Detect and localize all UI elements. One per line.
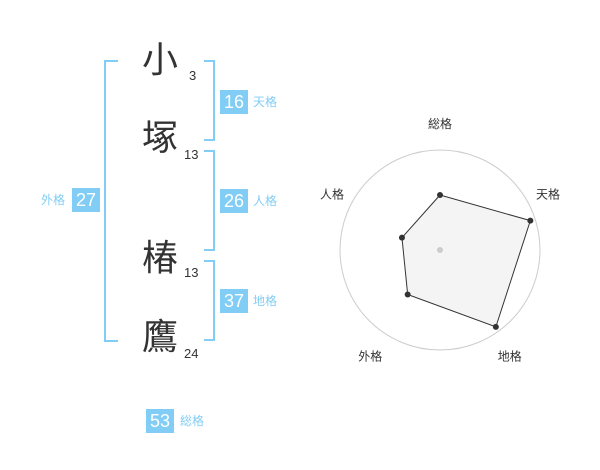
radar-axis-label: 総格 [428,116,452,131]
radar-point [437,192,443,198]
char-2-strokes: 13 [184,147,199,162]
radar-points [398,192,534,330]
radar-axis-label: 地格 [498,349,522,364]
radar-point [527,217,534,224]
radar-point [492,323,499,330]
jinkaku-label: 人格 [253,194,278,208]
tenkaku-bracket [204,60,215,141]
char-3: 椿 [142,238,179,279]
char-1-strokes: 3 [189,68,197,83]
gaikaku-bracket [104,60,118,342]
chikaku-label: 地格 [253,294,278,308]
radar-axis-label: 外格 [358,349,382,364]
radar-polygon [401,194,531,328]
radar-axis-label: 天格 [536,186,560,201]
soukaku-label: 総格 [180,414,205,428]
char-2: 塚 [142,118,179,159]
radar-axis-label: 人格 [320,186,344,201]
char-3-strokes: 13 [184,265,199,280]
tenkaku-value: 16 [220,90,248,114]
char-4-strokes: 24 [184,346,199,361]
gaikaku-label: 外格 [41,193,66,207]
jinkaku-bracket [204,150,215,251]
radar-point [404,291,411,298]
tenkaku-label: 天格 [253,95,278,109]
gaikaku-value: 27 [72,188,100,212]
chikaku-bracket [204,260,215,341]
char-1: 小 [142,40,179,81]
chikaku-value: 37 [220,289,248,313]
jinkaku-value: 26 [220,189,248,213]
radar-center-dot [437,247,443,253]
radar-point [398,234,405,241]
char-4: 鷹 [142,317,179,358]
soukaku-value: 53 [146,409,174,433]
